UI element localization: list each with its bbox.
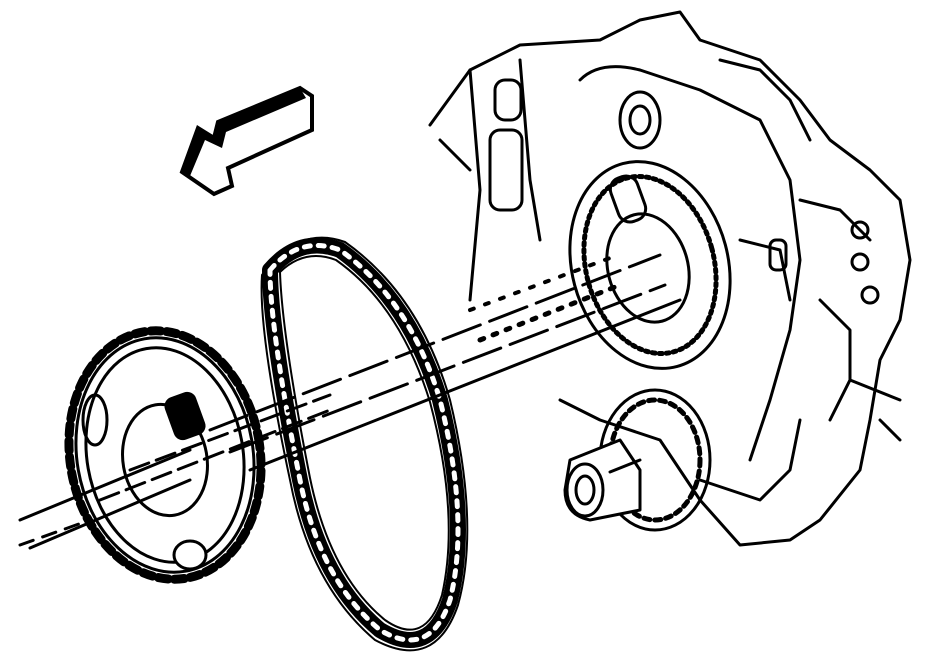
camshaft-sprocket [64,326,266,584]
alignment-lines [18,253,682,550]
block-gear [568,90,732,370]
engine-block-front [428,10,912,547]
crankshaft-sprocket [563,388,712,532]
timing-chain [260,236,469,652]
arrow-left-down-icon [179,85,314,197]
